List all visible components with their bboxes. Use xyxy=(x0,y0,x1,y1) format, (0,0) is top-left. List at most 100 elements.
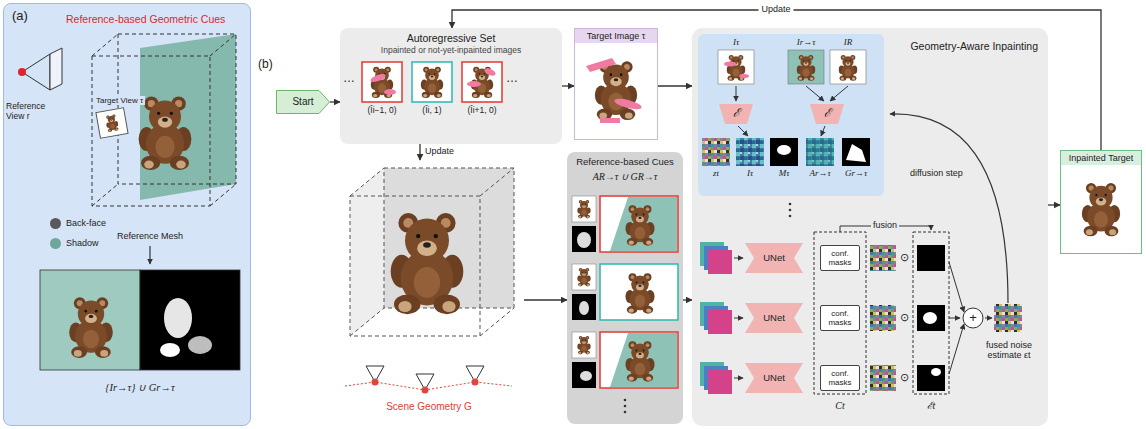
art-polygon xyxy=(140,34,236,200)
art-rect xyxy=(917,305,945,331)
art-rect xyxy=(40,270,140,370)
art-g xyxy=(96,108,128,138)
art-rect xyxy=(572,196,596,222)
art-rect xyxy=(917,245,945,271)
art-line xyxy=(210,34,236,56)
group-panel: Autoregressive SetInpainted or not-yet-i… xyxy=(340,28,562,144)
art-circle xyxy=(789,209,792,212)
art-rect xyxy=(870,245,896,271)
mask-label: conf. masks xyxy=(821,369,859,387)
image-index: (Îi+1, 0) xyxy=(467,106,496,116)
latent-symbol: Mτ xyxy=(779,168,790,178)
start-arrow: Start xyxy=(276,90,330,114)
art-polygon xyxy=(366,366,384,382)
group-title: Reference-based Cues xyxy=(567,157,683,168)
art-rect xyxy=(994,304,1022,332)
art-rect xyxy=(788,50,824,84)
mask-box: conf. masks xyxy=(820,245,860,271)
art-use xyxy=(797,55,815,81)
art-use xyxy=(139,97,192,171)
art-line xyxy=(350,308,384,336)
art-rect xyxy=(462,62,502,102)
legend-item: Back-face xyxy=(50,218,106,229)
connector-arrow xyxy=(330,101,340,102)
art-rect xyxy=(572,332,596,358)
image-card: Inpainted Target xyxy=(1060,150,1142,254)
connector-arrow xyxy=(562,85,574,86)
art-ellipse xyxy=(188,336,212,354)
mesh-label: Reference Mesh xyxy=(117,231,183,241)
art-use xyxy=(625,341,654,381)
mask-box: conf. masks xyxy=(820,365,860,391)
art-rect xyxy=(412,62,452,102)
art-use xyxy=(577,336,590,354)
math-formula: {Ir→τ} ∪ Gr→τ xyxy=(105,382,174,394)
art-rect xyxy=(572,226,596,252)
sum-circle: + xyxy=(962,307,984,329)
math-formula: AR→τ ∪ GR→τ xyxy=(567,171,683,183)
art-line xyxy=(210,184,236,206)
art-ellipse xyxy=(483,67,496,78)
encoder-block: ℰ xyxy=(719,104,753,124)
group-panel: Reference-based CuesAR→τ ∪ GR→τ xyxy=(567,152,683,424)
mask-box: conf. masks xyxy=(820,305,860,331)
legend-text: Shadow xyxy=(66,238,99,248)
image-card: Target Image τ xyxy=(574,28,658,140)
art-rect xyxy=(917,365,945,391)
art-rect xyxy=(718,50,754,84)
module-title: Geometry-Aware Inpainting xyxy=(910,40,1038,52)
unet-block: UNet xyxy=(745,363,803,393)
art-line xyxy=(480,308,514,336)
panel-title: Reference-based Geometric Cues xyxy=(66,13,225,25)
latent-symbol: Iτ xyxy=(747,168,753,178)
art-circle xyxy=(624,399,627,402)
edge-label: Update xyxy=(758,4,793,14)
art-rect xyxy=(600,332,678,388)
start-shape xyxy=(277,91,330,114)
encoder-symbol: ℰ xyxy=(824,107,831,121)
art-rect xyxy=(708,250,732,274)
product-symbol: ⊙ xyxy=(900,371,909,384)
art-path xyxy=(949,324,964,374)
art-path xyxy=(738,126,748,136)
art-rect xyxy=(704,306,728,330)
latent-symbol: Ar→τ xyxy=(809,168,830,178)
art-line xyxy=(350,168,384,196)
panel-letter: (b) xyxy=(258,58,273,72)
art-rect xyxy=(700,302,724,326)
art-polygon xyxy=(22,54,50,90)
legend-swatch xyxy=(50,238,61,249)
art-path xyxy=(985,318,992,319)
art-rect xyxy=(118,34,236,184)
art-rect xyxy=(572,264,596,290)
art-ellipse xyxy=(931,368,941,376)
art-rect xyxy=(362,62,402,102)
art-line xyxy=(480,168,514,196)
art-use xyxy=(577,200,590,218)
art-line xyxy=(92,34,118,56)
art-circle xyxy=(789,203,792,206)
art-rect xyxy=(870,305,896,331)
image-symbol: Iτ xyxy=(733,37,739,47)
art-rect xyxy=(698,34,884,196)
art-ellipse xyxy=(777,145,791,155)
trap-shape xyxy=(810,104,844,124)
art-use xyxy=(625,205,654,245)
scene-region: Scene Geometry G xyxy=(334,160,524,416)
art-rect xyxy=(842,138,870,166)
card-title: Target Image τ xyxy=(575,29,657,43)
unet-shape xyxy=(745,303,803,333)
art-rect xyxy=(814,232,866,394)
art-rect xyxy=(600,118,620,123)
art-circle xyxy=(18,68,26,76)
connector-arrow xyxy=(683,299,692,300)
art-polygon xyxy=(610,197,677,251)
unet-label: UNet xyxy=(763,313,785,324)
art-use xyxy=(727,55,745,81)
art-circle xyxy=(789,215,792,218)
art-polygon xyxy=(350,168,384,336)
art-ellipse xyxy=(164,298,192,338)
art-circle xyxy=(472,379,479,386)
unet-shape xyxy=(745,363,803,393)
